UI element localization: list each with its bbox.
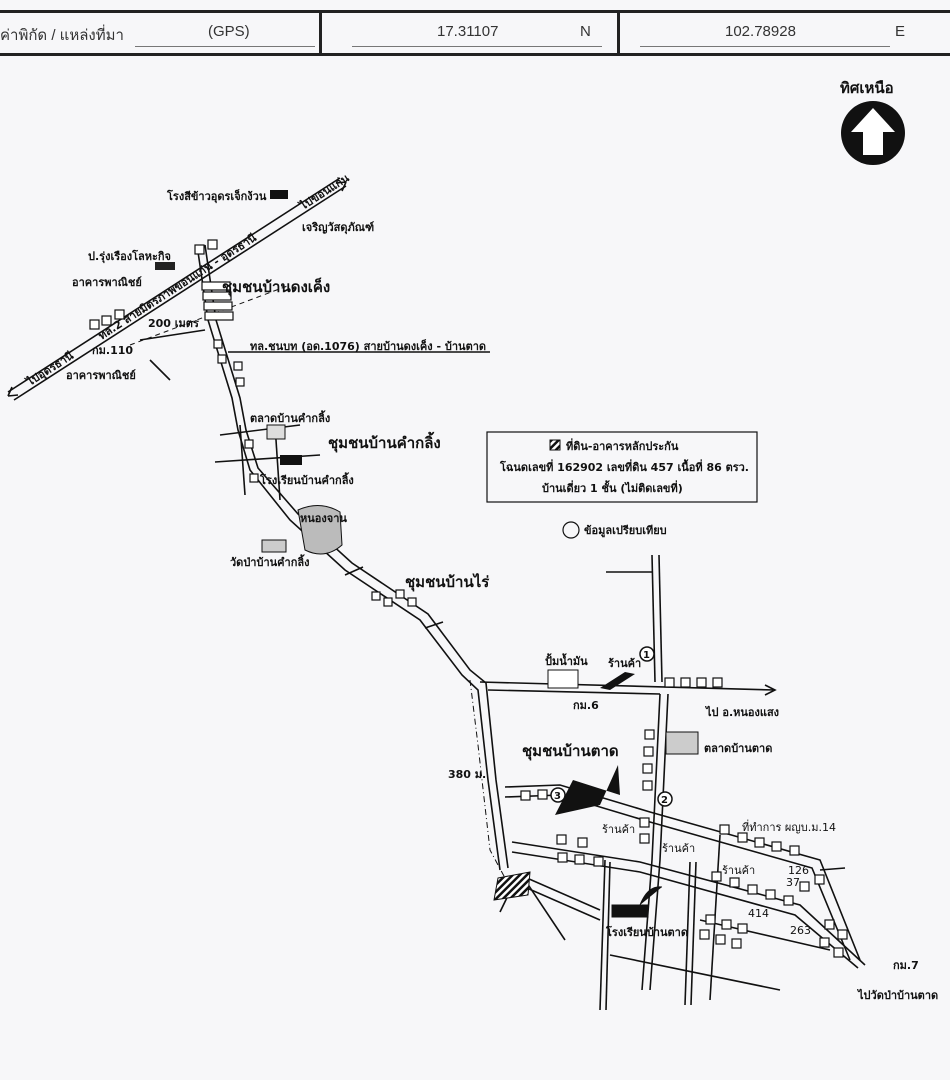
- pond-shape: [297, 505, 343, 555]
- coord-source-cell: ค่าพิกัด / แหล่งที่มา (GPS): [0, 13, 322, 53]
- label-khamkling-temple: วัดป่าบ้านคำกลิ้ง: [230, 554, 309, 569]
- legend-deed: โฉนดเลขที่ 162902 เลขที่ดิน 457 เนื้อที่…: [499, 459, 749, 474]
- label-dongkheng: ชุมชนบ้านดงเค็ง: [222, 277, 330, 297]
- label-km110: กม.110: [92, 344, 133, 357]
- north-label: ทิศเหนือ: [840, 79, 894, 97]
- shop-icon: [600, 672, 635, 690]
- label-rice-mill: โรงสีข้าวอุดรเจ็กง้วน: [166, 189, 267, 204]
- factory-icon: [270, 190, 288, 199]
- north-arrow-icon: [841, 101, 905, 165]
- label-rungrueang: ป.รุ่งเรืองโลหะกิจ: [88, 249, 171, 264]
- label-khamkling-market: ตลาดบ้านคำกลิ้ง: [250, 410, 330, 425]
- label-200m: 200 เมตร: [148, 317, 199, 330]
- comparable-marker-2: 2: [657, 791, 673, 807]
- comparable-marker-3: 3: [550, 787, 566, 803]
- label-shop-3: ร้านค้า: [662, 842, 695, 855]
- label-pond: หนองจาน: [300, 512, 347, 525]
- label-shop-4: ร้านค้า: [722, 864, 755, 877]
- label-km6: กม.6: [573, 699, 599, 712]
- label-commercial-2: อาคารพาณิชย์: [66, 369, 136, 382]
- label-bantat: ชุมชนบ้านตาด: [522, 742, 619, 761]
- label-to-nongsaeng: ไป อ.หนองแสง: [704, 705, 779, 719]
- coord-source: (GPS): [208, 23, 250, 40]
- label-charoen: เจริญวัสดุภัณฑ์: [302, 221, 374, 235]
- label-shop-1: ร้านค้า: [608, 657, 641, 670]
- comparable-marker-1: 1: [639, 646, 655, 662]
- label-to-temple: ไปวัดป่าบ้านตาด: [856, 988, 938, 1002]
- label-bantat-market: ตลาดบ้านตาด: [704, 742, 772, 755]
- label-commercial-1: อาคารพาณิชย์: [72, 276, 142, 289]
- longitude-cell: 102.78928 E: [620, 13, 950, 53]
- label-bantat-school: โรงเรียนบ้านตาด: [605, 925, 688, 939]
- latitude-cell: 17.31107 N: [322, 13, 620, 53]
- label-rural-road: ทล.ชนบท (อด.1076) สายบ้านดงเค็ง - บ้านตา…: [250, 339, 486, 353]
- label-380m: 380 ม.: [448, 768, 486, 781]
- latitude-unit: N: [580, 23, 591, 40]
- to-khonkaen-label: ไปขอนแก่น: [296, 170, 352, 213]
- temple-icon: [261, 539, 287, 553]
- longitude-unit: E: [895, 23, 906, 40]
- svg-text:3: 3: [554, 791, 561, 802]
- label-no-263: 263: [790, 924, 811, 937]
- label-gas-station: ปั้มน้ำมัน: [545, 653, 588, 668]
- market-icon: [266, 424, 286, 440]
- label-banrai: ชุมชนบ้านไร่: [405, 572, 490, 592]
- gas-station-icon: [547, 669, 579, 689]
- legend-collateral: ที่ดิน-อาคารหลักประกัน: [566, 438, 679, 453]
- coord-label: ค่าพิกัด / แหล่งที่มา: [0, 27, 124, 44]
- label-km7: กม.7: [893, 959, 919, 972]
- svg-text:1: 1: [643, 650, 650, 661]
- buildings: [89, 239, 848, 958]
- legend-comparable: ข้อมูลเปรียบเทียบ: [584, 524, 667, 538]
- label-village-office: ที่ทำการ ผญบ.ม.14: [742, 819, 836, 834]
- label-shop-2: ร้านค้า: [602, 823, 635, 836]
- label-no-414: 414: [748, 907, 769, 920]
- location-pointer-icon: [555, 765, 620, 815]
- collateral-property-marker: [493, 871, 531, 901]
- svg-text:2: 2: [661, 795, 668, 806]
- label-no-37: 37: [786, 876, 800, 889]
- warehouse-icon: [155, 262, 175, 270]
- market-icon: [665, 731, 699, 755]
- longitude-value: 102.78928: [725, 23, 796, 40]
- label-khamkling-school: โรงเรียนบ้านคำกลิ้ง: [259, 472, 354, 487]
- school-icon: [280, 455, 302, 465]
- label-khamkling: ชุมชนบ้านคำกลิ้ง: [328, 431, 441, 453]
- label-no-126: 126: [788, 864, 809, 877]
- legend-box: ที่ดิน-อาคารหลักประกัน โฉนดเลขที่ 162902…: [486, 431, 758, 539]
- school-icon: [611, 886, 663, 918]
- coordinate-header: ค่าพิกัด / แหล่งที่มา (GPS) 17.31107 N 1…: [0, 10, 950, 56]
- latitude-value: 17.31107: [437, 23, 499, 40]
- legend-building: บ้านเดี่ยว 1 ชั้น (ไม่ติดเลขที่): [542, 480, 683, 495]
